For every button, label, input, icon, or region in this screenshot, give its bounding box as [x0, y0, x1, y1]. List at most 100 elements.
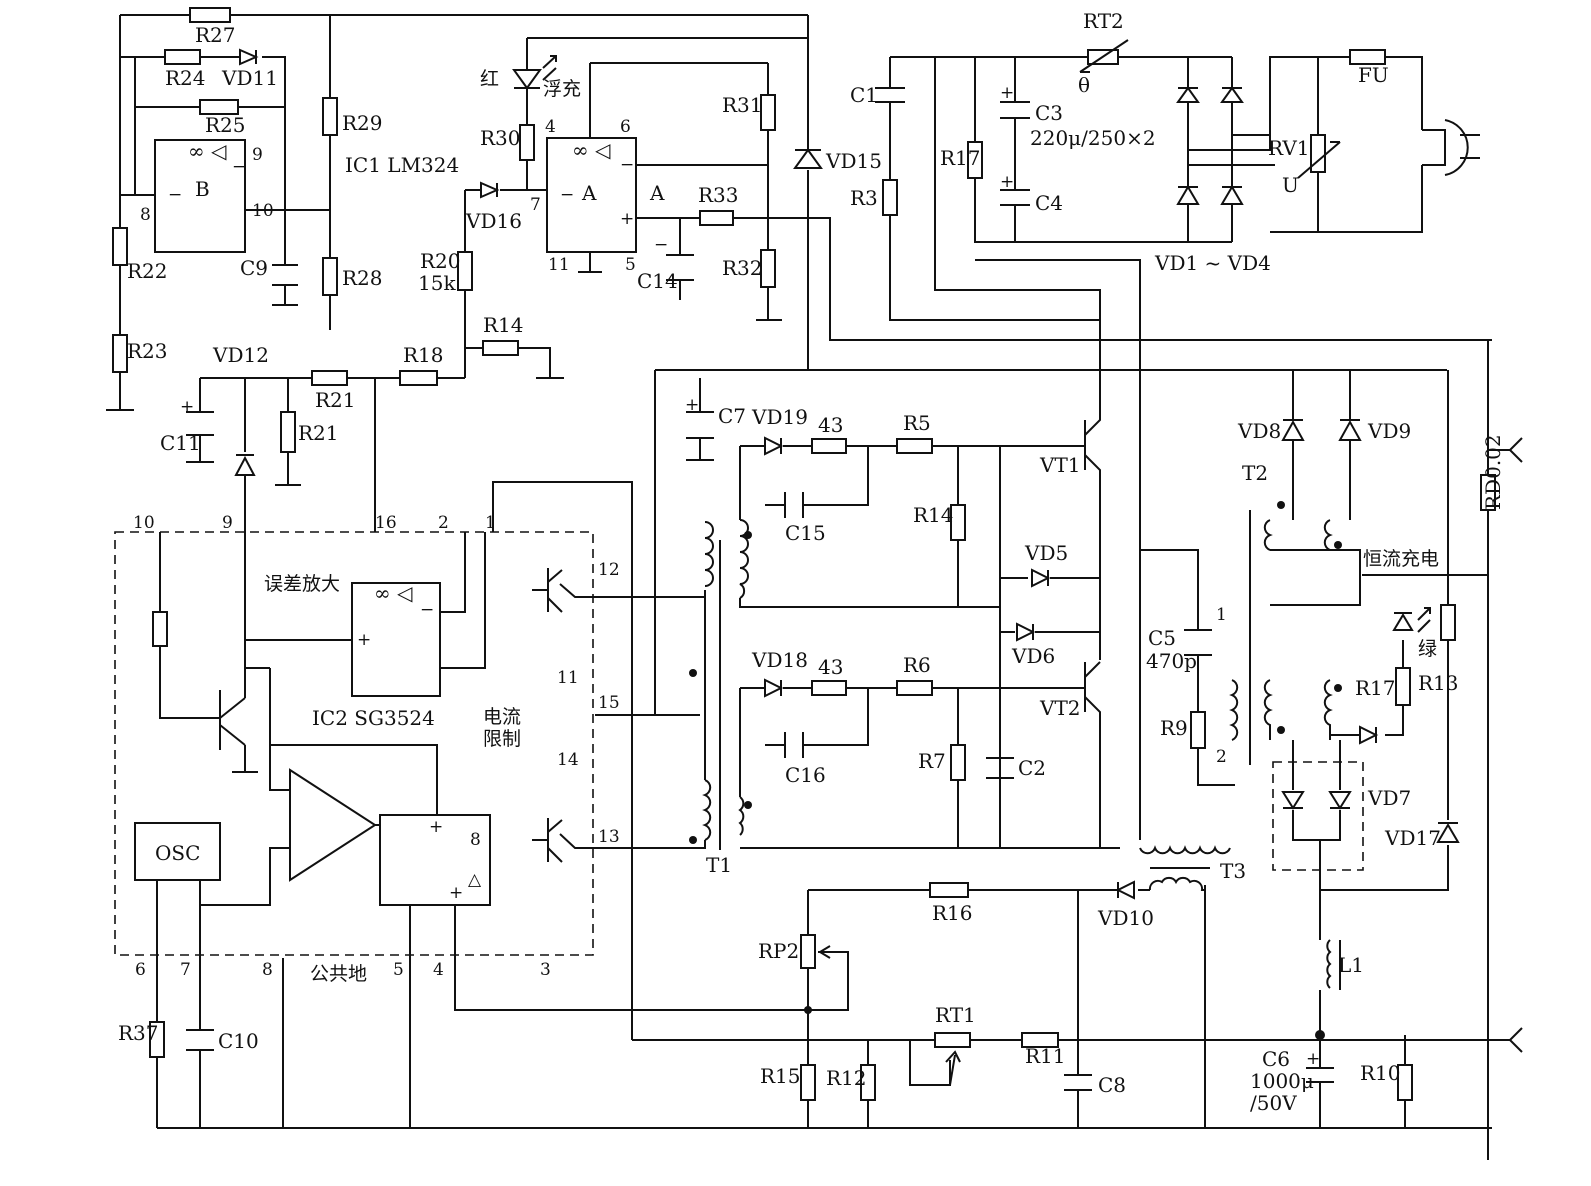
t3-label: T3	[1220, 859, 1246, 883]
opamp-a-symbol: ∞ ◁	[572, 138, 611, 162]
vd8-label: VD8	[1237, 419, 1281, 443]
t1-label: T1	[706, 853, 732, 877]
c4-label: C4	[1035, 191, 1063, 215]
vt1-label: VT1	[1039, 453, 1081, 477]
opamp-b-minus: −	[168, 185, 182, 205]
c3-label: C3	[1035, 101, 1063, 125]
r33-label: R33	[698, 183, 739, 207]
error-amp-symbol: ∞ ◁	[374, 581, 413, 605]
r14-top-label: R14	[483, 313, 524, 337]
c5-value: 470p	[1146, 649, 1197, 673]
c11-label: C11	[160, 431, 201, 455]
r20-value: 15k	[418, 271, 456, 295]
error-amp-minus: −	[420, 600, 434, 620]
l1-label: L1	[1338, 953, 1364, 977]
pin-16: 16	[375, 513, 397, 533]
opamp-b-label: B	[195, 177, 210, 201]
t2-label: T2	[1242, 461, 1268, 485]
rt1-label: RT1	[935, 1003, 976, 1027]
r43a-label: 43	[818, 413, 843, 437]
r15-label: R15	[760, 1064, 801, 1088]
r3-label: R3	[850, 186, 878, 210]
opamp-a-minus-in: −	[560, 185, 574, 205]
vd18-label: VD18	[751, 648, 808, 672]
vd12-label: VD12	[212, 343, 269, 367]
error-amp-plus: +	[357, 630, 371, 650]
lm324-pin-11: 11	[548, 255, 570, 275]
float-charge-label: 浮充	[543, 78, 581, 100]
vd16-label: VD16	[465, 209, 522, 233]
ic2-title: IC2 SG3524	[312, 706, 435, 730]
variable-component-marks	[818, 39, 1341, 1086]
c9-label: C9	[240, 256, 268, 280]
c7-label: C7	[718, 404, 746, 428]
r37-label: R37	[118, 1021, 159, 1045]
r25-label: R25	[205, 113, 246, 137]
led-arrows	[542, 55, 1431, 633]
component-bodies	[112, 7, 1523, 1101]
r31-label: R31	[722, 93, 763, 117]
t3-pin-1: 1	[1216, 605, 1227, 625]
r12-label: R12	[826, 1066, 867, 1090]
pin-13: 13	[598, 827, 620, 847]
lm324-pin-5: 5	[625, 255, 636, 275]
vd1-4-label: VD1 ~ VD4	[1154, 251, 1271, 275]
r28-label: R28	[342, 266, 383, 290]
rd-label: RD0.02	[1481, 434, 1505, 510]
c1-label: C1	[850, 83, 878, 107]
const-current-charge-label: 恒流充电	[1363, 548, 1439, 570]
c6-plus: +	[1306, 1049, 1320, 1069]
opamp-a-minus: −	[620, 155, 634, 175]
c14-minus: −	[654, 235, 668, 255]
r24-label: R24	[165, 66, 206, 90]
pin-7: 7	[180, 960, 191, 980]
vd5-label: VD5	[1024, 541, 1068, 565]
c11-plus: +	[180, 397, 194, 417]
resistor-symbols	[112, 7, 1496, 1101]
r21-b-label: R21	[298, 421, 339, 445]
output-terminals	[1509, 437, 1523, 1053]
r9-label: R9	[1160, 716, 1188, 740]
opamp-a-label: A	[581, 181, 597, 205]
lm324-pin-4: 4	[545, 117, 556, 137]
r22-label: R22	[127, 259, 168, 283]
lm324-pin-10: 10	[252, 201, 274, 221]
comparator-delta: △	[468, 870, 482, 890]
current-limit-label-1: 电流	[483, 706, 521, 728]
lm324-pin-9: 9	[252, 145, 263, 165]
mains-plug-icon	[1422, 119, 1480, 176]
r7-label: R7	[918, 749, 946, 773]
pin-1: 1	[485, 513, 496, 533]
pin-6: 6	[135, 960, 146, 980]
r16-label: R16	[932, 901, 973, 925]
r30-label: R30	[480, 126, 521, 150]
windings	[702, 510, 1341, 990]
c3-plus: +	[1000, 83, 1014, 103]
vd7-label: VD7	[1367, 786, 1411, 810]
lm324-pin-8: 8	[140, 205, 151, 225]
c15-label: C15	[785, 521, 826, 545]
current-limit-label-2: 限制	[483, 728, 521, 750]
labels: IC1 LM324 IC2 SG3524 B A A ∞ ◁ ∞ ◁ ∞ ◁ O…	[118, 9, 1505, 1115]
r43b-label: 43	[818, 655, 843, 679]
c2-label: C2	[1018, 756, 1046, 780]
lm324-pin-6: 6	[620, 117, 631, 137]
c10-label: C10	[218, 1029, 259, 1053]
osc-label: OSC	[155, 841, 200, 865]
green-led-label: 绿	[1418, 638, 1437, 660]
c16-label: C16	[785, 763, 826, 787]
pin-8: 8	[262, 960, 273, 980]
ic-outlines	[114, 137, 1364, 956]
opamp-b-symbol: ∞ ◁	[188, 139, 227, 163]
t3-pin-2: 2	[1216, 747, 1227, 767]
fu-label: FU	[1358, 63, 1389, 87]
opamp-b-minus-in: −	[232, 157, 246, 177]
c8-label: C8	[1098, 1073, 1126, 1097]
wiring	[106, 14, 1510, 1160]
c14-label: C14	[637, 269, 678, 293]
pin-11: 11	[557, 668, 579, 688]
r17-bot-label: R17	[1355, 676, 1396, 700]
pin-12: 12	[598, 560, 620, 580]
c6-value-2: /50V	[1250, 1091, 1297, 1115]
lm324-pin-7: 7	[530, 195, 541, 215]
